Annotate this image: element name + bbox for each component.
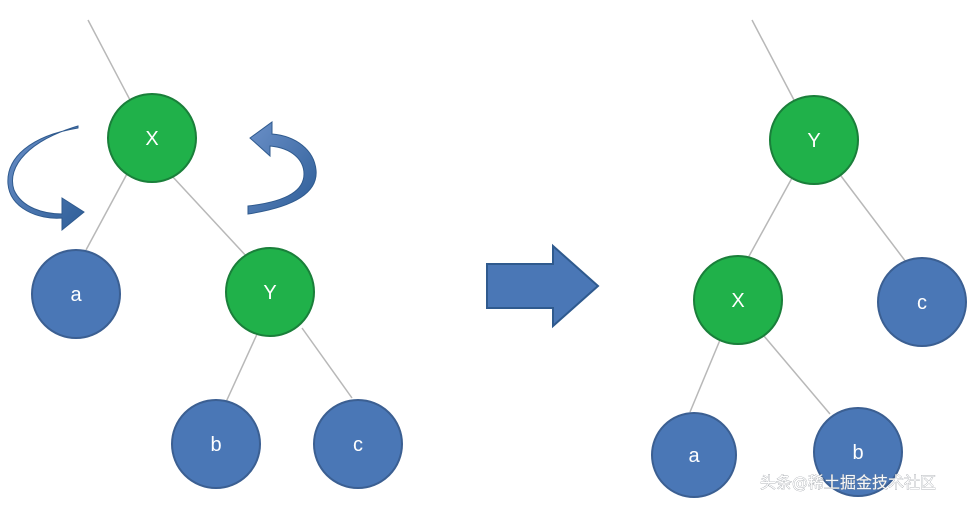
after-tree: Y X c a b [651, 19, 967, 498]
node-a-after: a [651, 412, 737, 498]
edge-y-b [225, 331, 259, 403]
node-c-after: c [877, 257, 967, 347]
node-x-before: X [107, 93, 197, 183]
node-b-before: b [171, 399, 261, 489]
node-c-before: c [313, 399, 403, 489]
node-a-before-label: a [70, 284, 82, 306]
node-y-before: Y [225, 247, 315, 337]
edge-parent-y [751, 19, 795, 101]
node-a-before: a [31, 249, 121, 339]
node-b-before-label: b [210, 434, 221, 456]
before-tree: X a Y b c [7, 19, 403, 489]
edge-x-a [85, 171, 129, 251]
node-y-before-label: Y [263, 282, 276, 304]
node-y-after: Y [769, 95, 859, 185]
node-b-after-label: b [852, 442, 863, 464]
node-c-after-label: c [917, 292, 927, 314]
rotate-right-curved-arrow [247, 121, 317, 215]
node-x-after: X [693, 255, 783, 345]
edge-y-x [747, 177, 793, 259]
edge-x-b-after [763, 335, 831, 415]
edge-x-a-after [689, 339, 721, 413]
edge-y-c [301, 327, 353, 399]
node-a-after-label: a [688, 445, 700, 467]
edge-y-c-after [837, 171, 907, 263]
node-x-after-label: X [731, 290, 744, 312]
watermark-text: 头条@稀土掘金技术社区 [760, 473, 936, 492]
node-x-before-label: X [145, 128, 158, 150]
rotate-left-curved-arrow [7, 125, 85, 232]
node-y-after-label: Y [807, 130, 820, 152]
node-b-after: b [813, 407, 903, 497]
edge-x-y [171, 175, 249, 259]
edge-parent-x [87, 19, 131, 101]
transform-arrow [486, 243, 600, 329]
node-c-before-label: c [353, 434, 363, 456]
